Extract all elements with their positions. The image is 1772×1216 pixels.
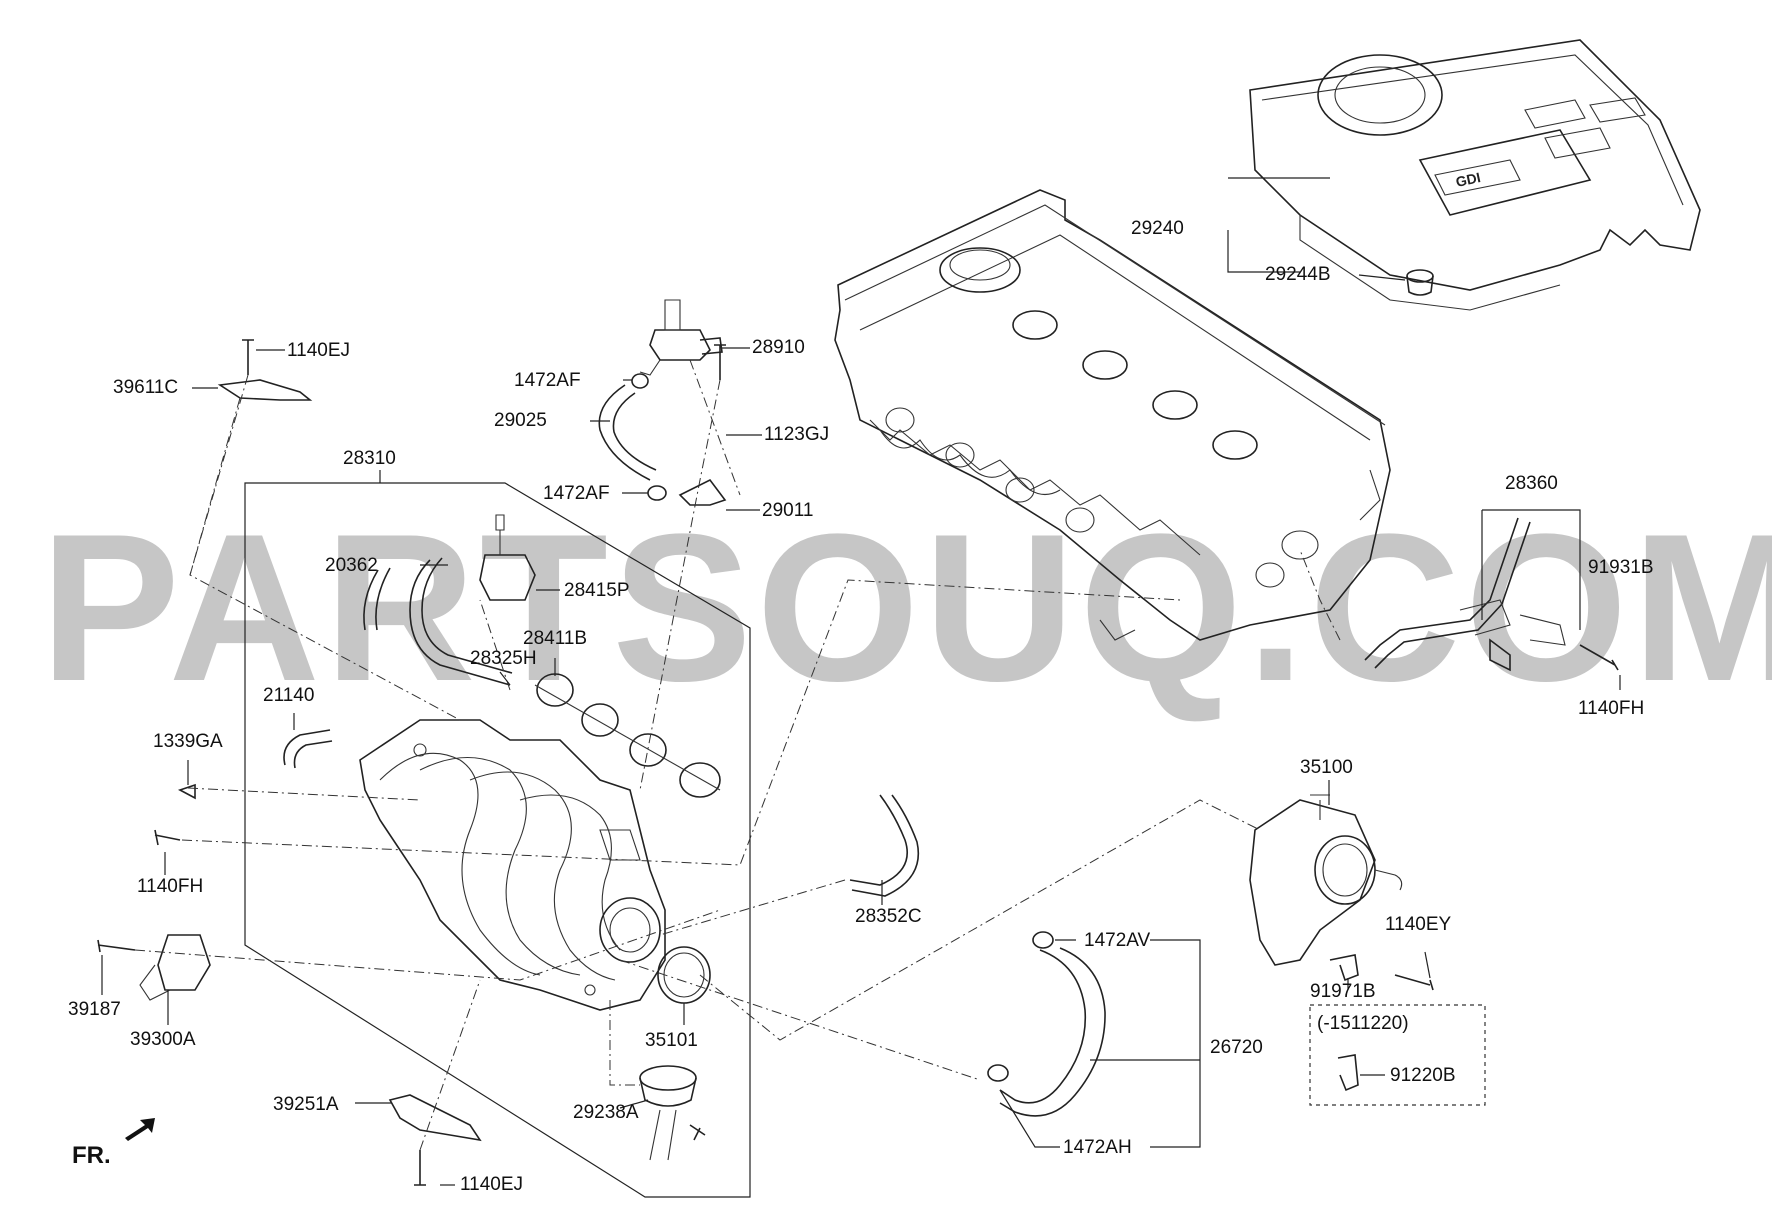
hose-28352c-drawing — [849, 794, 908, 886]
variant-frame — [1309, 1004, 1486, 1106]
label-28352c: 28352C — [855, 906, 922, 927]
label-39251a: 39251A — [273, 1094, 339, 1115]
label-28325h: 28325H — [470, 648, 537, 669]
bolt-39187-drawing — [97, 939, 136, 953]
intake-manifold-drawing — [359, 719, 666, 1011]
label-91931b: 91931B — [1588, 557, 1654, 578]
label-28415p: 28415P — [564, 580, 630, 601]
bolt-1140ej-top-drawing — [242, 339, 254, 375]
label-1140fh-right: 1140FH — [1578, 698, 1644, 719]
cylinder-head-drawing — [834, 189, 1391, 641]
bolt-1123gj-drawing — [714, 344, 726, 380]
label-28411b: 28411B — [523, 628, 587, 649]
hose-28325h-drawing — [363, 557, 513, 686]
svg-text:GDI: GDI — [1454, 169, 1482, 190]
label-28360: 28360 — [1505, 473, 1558, 494]
manifold-group-frame — [244, 482, 751, 1198]
sensor-39300a-drawing — [139, 934, 211, 1001]
hose-29025-drawing — [598, 384, 651, 481]
pipe-28360-drawing — [1364, 517, 1619, 672]
label-35100: 35100 — [1300, 757, 1353, 778]
label-1140fh-left: 1140FH — [137, 876, 203, 897]
label-29244b: 29244B — [1265, 264, 1331, 285]
nut-1339ga-drawing — [177, 783, 196, 800]
label-29238a: 29238A — [573, 1102, 639, 1123]
front-arrow-icon — [125, 1118, 155, 1141]
label-39611c: 39611C — [113, 377, 178, 398]
bracket-39611c-drawing — [217, 379, 313, 401]
label-20362: 20362 — [325, 555, 378, 576]
bracket-39251a-drawing — [388, 1094, 482, 1142]
label-39187: 39187 — [68, 999, 121, 1020]
clamp-1472af-top-drawing — [631, 373, 649, 389]
bolt-1140ej-bottom-drawing — [414, 1150, 426, 1186]
engine-cover-drawing: GDI — [1249, 39, 1701, 311]
label-35101: 35101 — [645, 1030, 698, 1051]
direction-label: FR. — [72, 1142, 111, 1169]
plug-29244b-drawing — [1406, 269, 1434, 296]
label-28910: 28910 — [752, 337, 805, 358]
throttle-body-35100-drawing — [1249, 794, 1403, 966]
leader-lines — [101, 177, 1621, 1186]
label-1472ah: 1472AH — [1063, 1137, 1132, 1158]
label-26720: 26720 — [1210, 1037, 1263, 1058]
bracket-91971b-drawing — [1329, 954, 1359, 982]
alignment-lines — [134, 359, 1341, 1151]
label-1511220: (-1511220) — [1317, 1013, 1409, 1034]
label-1472af-mid: 1472AF — [543, 483, 610, 504]
label-91971b: 91971B — [1310, 981, 1376, 1002]
label-1123gj: 1123GJ — [764, 424, 829, 445]
label-1472af-top: 1472AF — [514, 370, 581, 391]
hose-21140-drawing — [283, 729, 331, 766]
bolt-1140fh-left-drawing — [154, 829, 181, 846]
label-1339ga: 1339GA — [153, 731, 223, 752]
label-29240: 29240 — [1131, 218, 1184, 239]
label-1140ej-bottom: 1140EJ — [460, 1174, 523, 1195]
label-29011: 29011 — [762, 500, 813, 521]
valve-28415p-drawing — [479, 514, 536, 601]
actuator-29238a-drawing — [639, 1065, 706, 1161]
label-29025: 29025 — [494, 410, 547, 431]
label-91220b: 91220B — [1390, 1065, 1456, 1086]
label-1472av: 1472AV — [1084, 930, 1151, 951]
bracket-29011-drawing — [678, 478, 727, 506]
label-39300a: 39300A — [130, 1029, 196, 1050]
label-1140ey: 1140EY — [1385, 914, 1452, 935]
label-21140: 21140 — [263, 685, 314, 706]
callout-labels: 29240 29244B 1140EJ 39611C 28910 1472AF … — [68, 218, 1654, 1195]
gasket-28411b-drawing — [534, 673, 721, 798]
label-28310: 28310 — [343, 448, 396, 469]
bolt-1140ey-drawing — [1394, 974, 1434, 991]
label-1140ej-top: 1140EJ — [287, 340, 350, 361]
bracket-91220b-drawing — [1337, 1054, 1359, 1092]
valve-28910-drawing — [639, 299, 723, 376]
hose-26720-drawing — [987, 931, 1106, 1117]
